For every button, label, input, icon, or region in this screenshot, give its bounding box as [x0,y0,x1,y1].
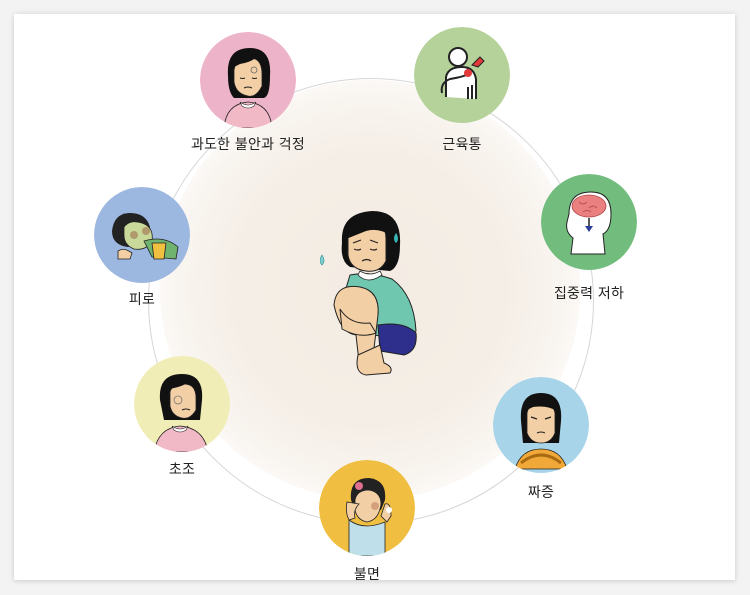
label-restlessness: 초조 [168,462,196,478]
node-irritability[interactable] [493,377,589,473]
label-fatigue: 피로 [128,292,156,308]
crouching-anxious-girl-icon [319,205,430,380]
node-insomnia[interactable] [319,460,415,556]
label-irritability: 짜증 [527,485,555,501]
node-anxiety[interactable] [200,32,296,128]
label-anxiety: 과도한 불안과 걱정 [191,137,305,153]
node-restlessness[interactable] [134,356,230,452]
sleepless-girl-icon [319,460,415,556]
exhausted-person-icon [94,187,190,283]
label-muscle-pain: 근육통 [442,137,482,153]
label-concentration: 집중력 저하 [553,286,625,302]
irritated-girl-icon [493,377,589,473]
nervous-girl-icon [134,356,230,452]
brain-decline-icon [541,174,637,270]
worried-girl-icon [200,32,296,128]
node-muscle-pain[interactable] [414,27,510,123]
label-insomnia: 불면 [353,567,381,583]
node-concentration[interactable] [541,174,637,270]
shoulder-pain-icon [414,27,510,123]
node-fatigue[interactable] [94,187,190,283]
